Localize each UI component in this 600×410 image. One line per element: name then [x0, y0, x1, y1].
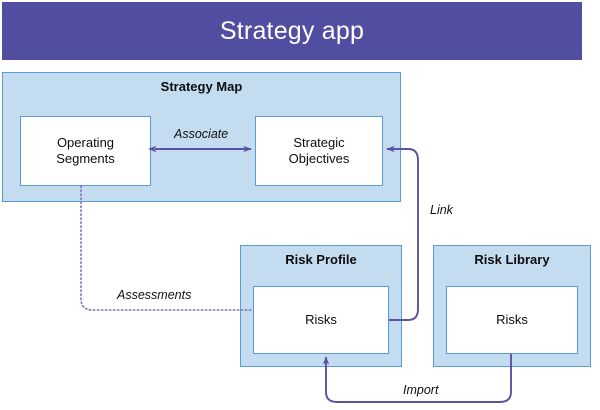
- node-label-line-2: Segments: [56, 151, 115, 166]
- app-title: Strategy app: [219, 16, 365, 45]
- node-label-line-1: Strategic: [293, 134, 345, 150]
- node-label-line-1: Operating: [56, 134, 115, 150]
- node-label-line-2: Objectives: [288, 151, 350, 166]
- node-strategic-objectives[interactable]: Strategic Objectives: [255, 116, 383, 186]
- node-operating-segments-label: Operating Segments: [56, 135, 115, 168]
- app-header: Strategy app: [2, 2, 582, 60]
- node-risks-profile-label: Risks: [305, 311, 337, 327]
- connector-label-associate: Associate: [174, 127, 229, 141]
- connector-label-link: Link: [430, 203, 453, 217]
- node-operating-segments[interactable]: Operating Segments: [20, 116, 151, 186]
- connector-label-assessments: Assessments: [117, 288, 192, 302]
- connector-label-import: Import: [403, 383, 439, 397]
- panel-risk-profile-title: Risk Profile: [285, 252, 357, 267]
- node-strategic-objectives-label: Strategic Objectives: [289, 135, 350, 168]
- node-risks-profile[interactable]: Risks: [253, 286, 389, 354]
- node-risks-library[interactable]: Risks: [446, 286, 578, 354]
- panel-risk-library-title: Risk Library: [474, 252, 550, 267]
- panel-strategy-map-title: Strategy Map: [160, 79, 243, 94]
- node-risks-library-label: Risks: [496, 311, 528, 327]
